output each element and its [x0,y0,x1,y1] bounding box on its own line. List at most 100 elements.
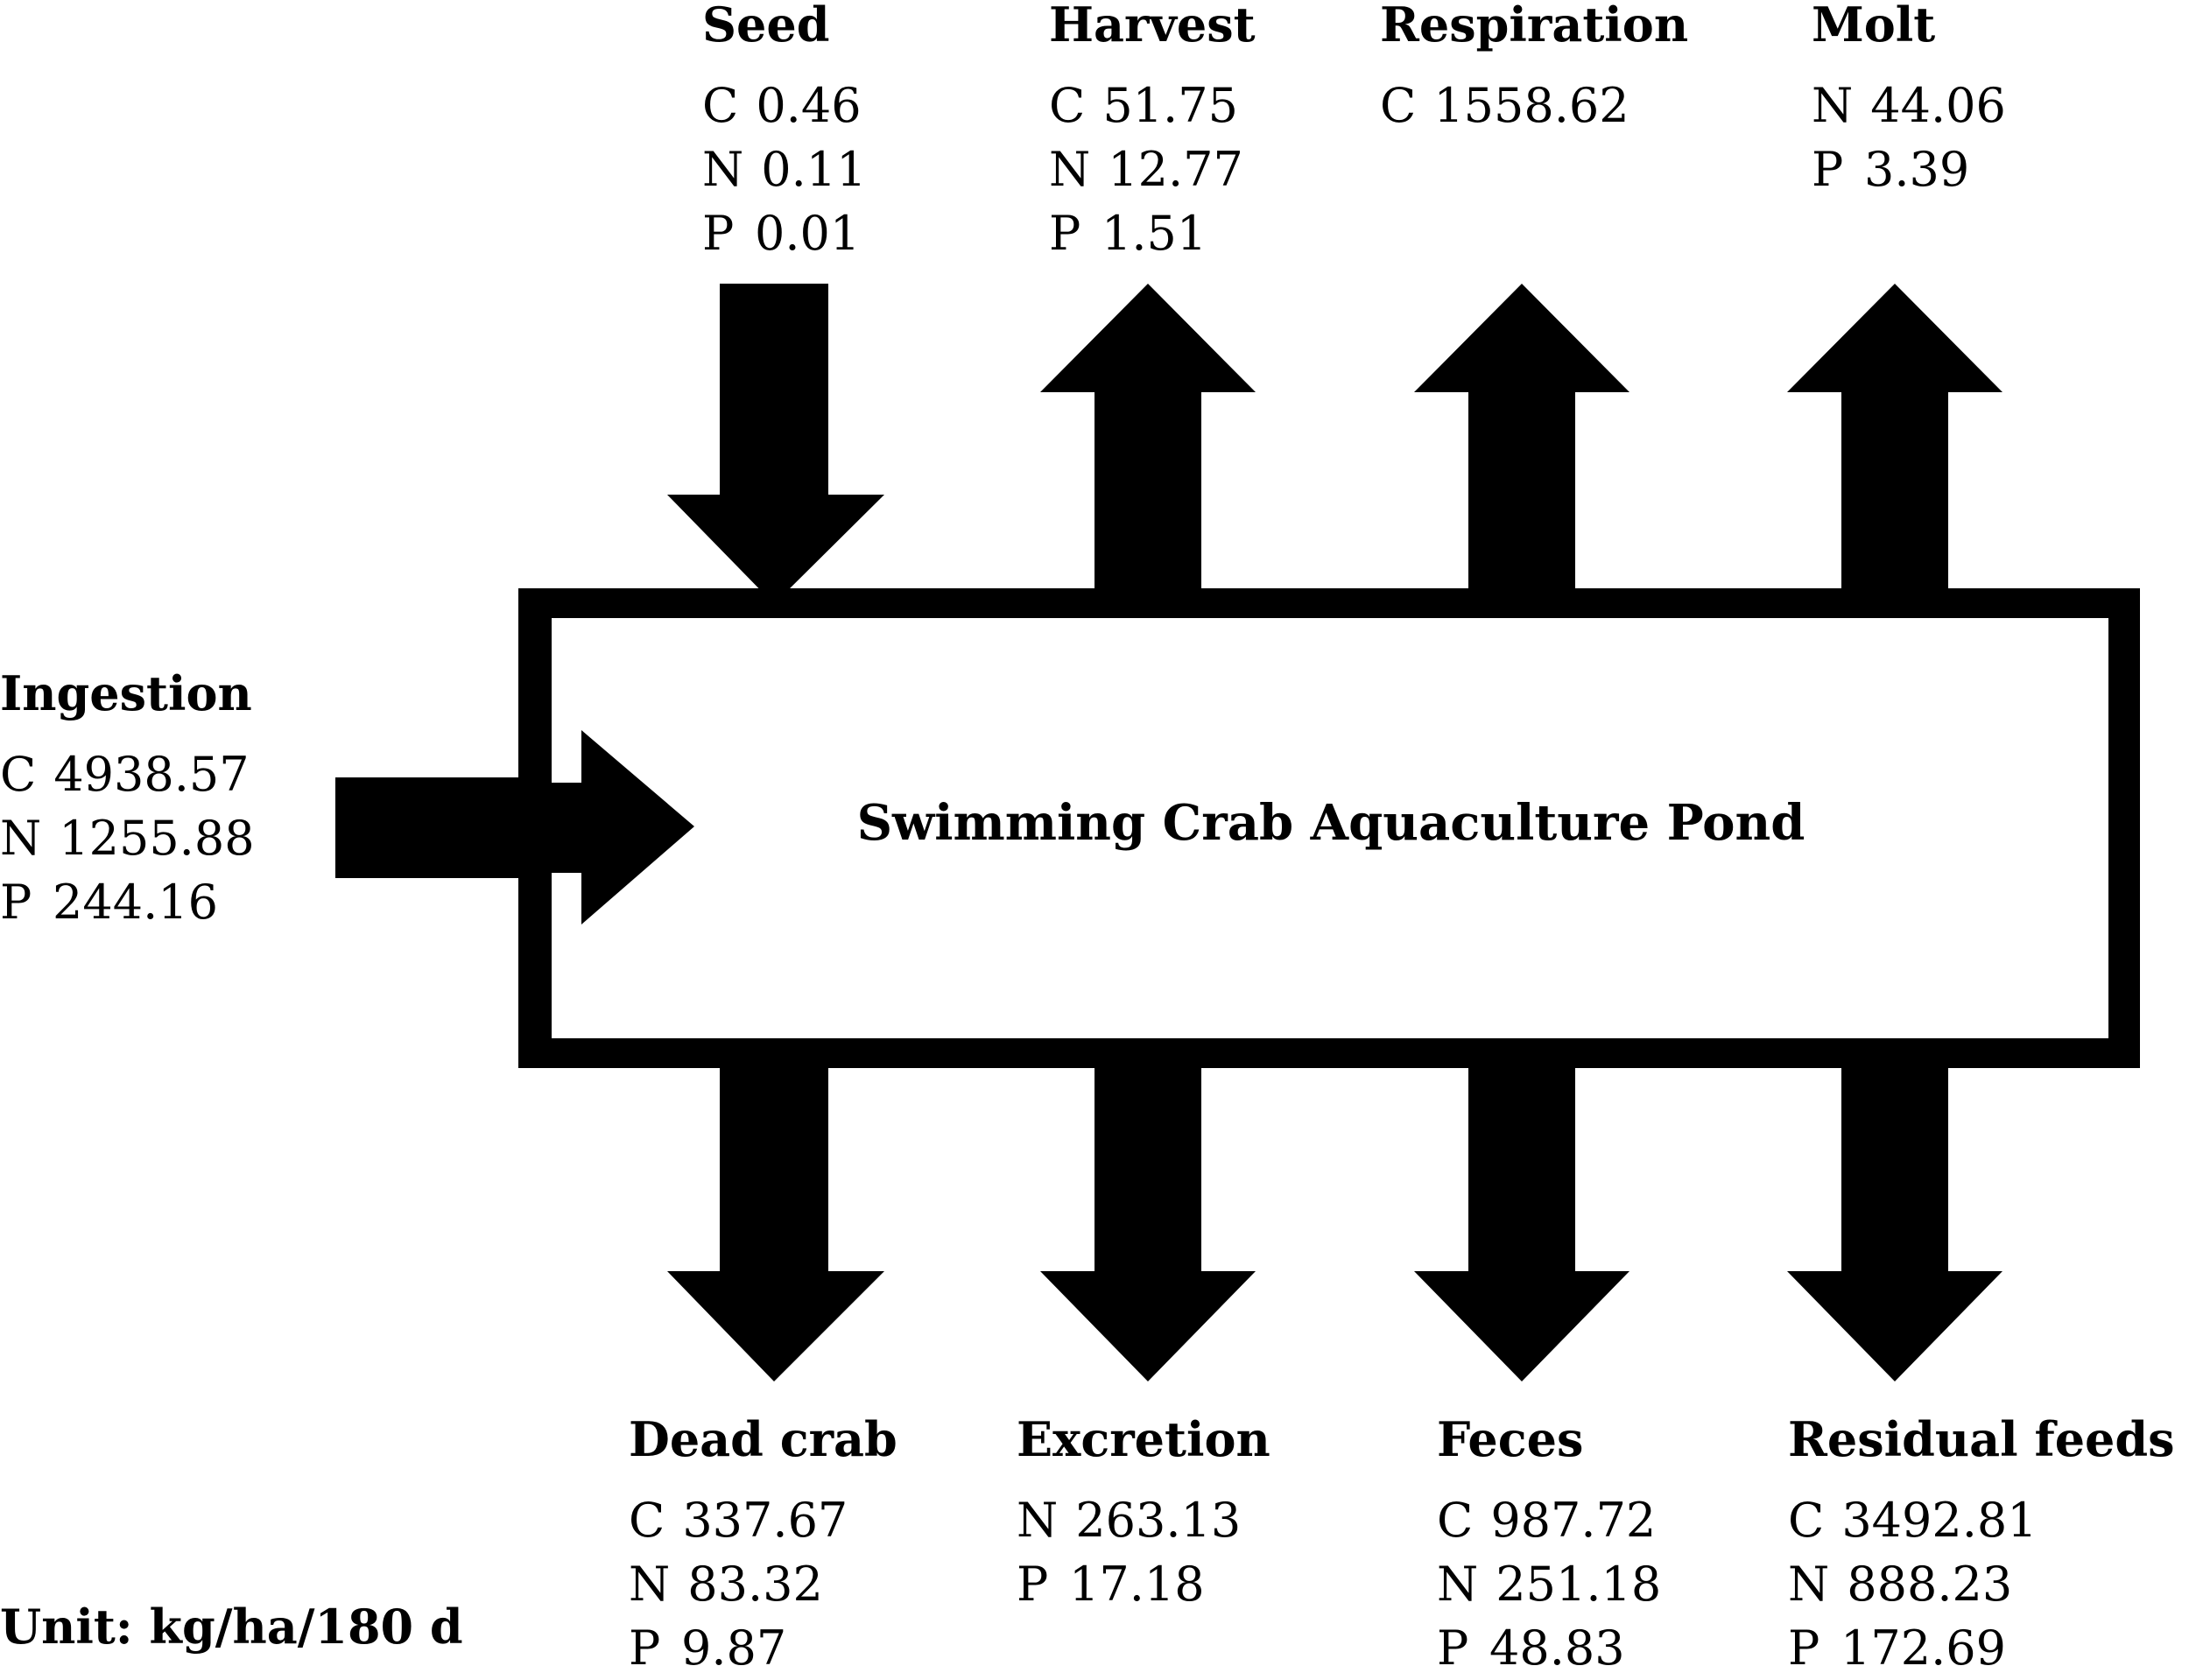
flow-value: 0.11 [761,142,867,197]
flow-value: 51.75 [1102,78,1238,133]
flow-value-line: N 12.77 [1049,137,1256,201]
flow-value-line: N 263.13 [1017,1488,1270,1552]
flow-value: 987.72 [1490,1493,1657,1548]
flow-value-line: N 44.06 [1812,74,2006,137]
pond-title: Swimming Crab Aquaculture Pond [856,794,1805,852]
flow-title: Residual feeds [1788,1411,2175,1467]
flow-value: 12.77 [1108,142,1243,197]
flow-value-line: P 172.69 [1788,1616,2175,1680]
seed-arrow [667,284,884,604]
element-symbol: C [1437,1493,1474,1548]
flow-value-line: P 3.39 [1812,137,2006,201]
ingestion-arrow-notch-upper [552,777,581,783]
element-symbol: C [1380,78,1417,133]
flow-value: 1255.88 [59,811,255,866]
element-symbol: P [0,875,32,930]
residual-feeds-arrow [1787,1068,2002,1381]
element-symbol: C [0,747,37,802]
excretion-arrow [1040,1068,1256,1381]
flow-value: 83.32 [687,1557,823,1612]
element-symbol: C [702,78,739,133]
element-symbol: N [1017,1493,1059,1548]
flow-title: Molt [1812,0,1936,53]
flow-value-line: P 17.18 [1017,1552,1270,1616]
flow-value-line: N 888.23 [1788,1552,2175,1616]
element-symbol: C [629,1493,665,1548]
flow-value: 9.87 [681,1620,787,1676]
flow-value-line: N 0.11 [702,137,866,201]
element-symbol: P [1437,1620,1469,1676]
element-symbol: N [1788,1557,1830,1612]
flow-value-line: P 48.83 [1437,1616,1661,1680]
element-symbol: C [1049,78,1086,133]
flow-title: Dead crab [629,1411,897,1467]
flow-value: 263.13 [1075,1493,1242,1548]
flow-value-line: P 9.87 [629,1616,897,1680]
flow-title: Excretion [1017,1411,1270,1467]
flow-value: 172.69 [1841,1620,2006,1676]
flow-value-line: C 1558.62 [1380,74,1688,137]
element-symbol: N [1437,1557,1479,1612]
flow-value: 3492.81 [1841,1493,2038,1548]
element-symbol: P [702,206,735,261]
flow-value: 17.18 [1069,1557,1205,1612]
flow-value: 3.39 [1864,142,1970,197]
flow-value: 0.46 [756,78,862,133]
flow-value: 1558.62 [1433,78,1629,133]
element-symbol: N [629,1557,671,1612]
flow-value: 48.83 [1489,1620,1625,1676]
flow-value-line: N 83.32 [629,1552,897,1616]
element-symbol: N [702,142,744,197]
flow-value: 244.16 [53,875,218,930]
element-symbol: N [1812,78,1854,133]
flow-title: Ingestion [0,665,252,721]
flow-value-line: P 0.01 [702,201,866,265]
flow-value: 1.51 [1102,206,1207,261]
flow-title: Feces [1437,1411,1584,1467]
flow-values: C 1558.62 [1380,74,1688,137]
feces-arrow [1414,1068,1629,1381]
flow-value: 251.18 [1496,1557,1662,1612]
element-symbol: P [1812,142,1844,197]
flow-title: Respiration [1380,0,1689,53]
flow-value-line: N 1255.88 [0,806,255,870]
ingestion-arrow [335,730,694,924]
flow-value: 44.06 [1870,78,2006,133]
element-symbol: P [629,1620,661,1676]
element-symbol: P [1788,1620,1820,1676]
element-symbol: P [1049,206,1081,261]
molt-arrow [1787,284,2002,588]
unit-label: Unit: kg/ha/180 d [0,1599,463,1655]
flow-title: Seed [702,0,830,53]
element-symbol: P [1017,1557,1049,1612]
flow-value-line: N 251.18 [1437,1552,1661,1616]
element-symbol: N [0,811,42,866]
element-symbol: N [1049,142,1091,197]
flow-value-line: C 51.75 [1049,74,1256,137]
respiration-arrow [1414,284,1629,588]
flow-value: 888.23 [1847,1557,2013,1612]
flow-value-line: C 0.46 [702,74,866,137]
dead-crab-arrow [667,1068,884,1381]
flow-value: 0.01 [755,206,861,261]
flow-value-line: P 244.16 [0,870,255,934]
harvest-arrow [1040,284,1256,588]
